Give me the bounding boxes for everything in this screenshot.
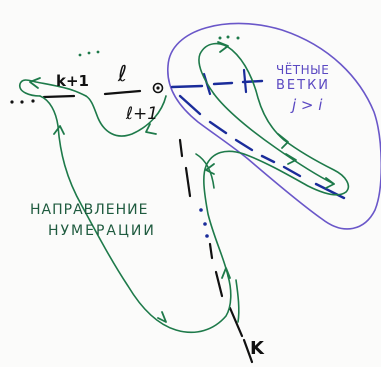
vertical-line-dots: [199, 208, 209, 238]
numbering-path: [19, 42, 350, 334]
even-branches-ellipse: [167, 22, 381, 230]
label-l-plus-1: ℓ+1: [126, 104, 159, 124]
vertical-dashed-line: [178, 138, 254, 364]
even-branches-line-2: ВЕТКИ: [276, 77, 331, 93]
main-dashed-line: [42, 89, 142, 99]
numbering-direction-annotation: НАПРАВЛЕНИЕ НУМЕРАЦИИ: [30, 202, 156, 240]
label-k: K: [250, 338, 264, 359]
even-branches-line-1: ЧЁТНЫЕ: [276, 63, 330, 77]
blue-diagonal-branch: [178, 94, 346, 200]
even-branches-line-3: j > i: [292, 96, 323, 115]
upper-branch-dots: [218, 35, 240, 40]
numbering-direction-line-2: НУМЕРАЦИИ: [48, 222, 156, 239]
upper-dots: [78, 50, 100, 57]
label-k-plus-1: k+1: [56, 72, 89, 90]
left-end-dots: [10, 99, 35, 104]
blue-upper-dashes: [202, 68, 248, 96]
direction-arrows: [29, 41, 335, 323]
numbering-direction-line-1: НАПРАВЛЕНИЕ: [30, 202, 149, 218]
label-l: ℓ: [118, 62, 128, 87]
node-l: [152, 82, 164, 94]
blue-horizontal-line: [170, 79, 264, 89]
even-branches-annotation: ЧЁТНЫЕ ВЕТКИ j > i: [276, 64, 330, 114]
